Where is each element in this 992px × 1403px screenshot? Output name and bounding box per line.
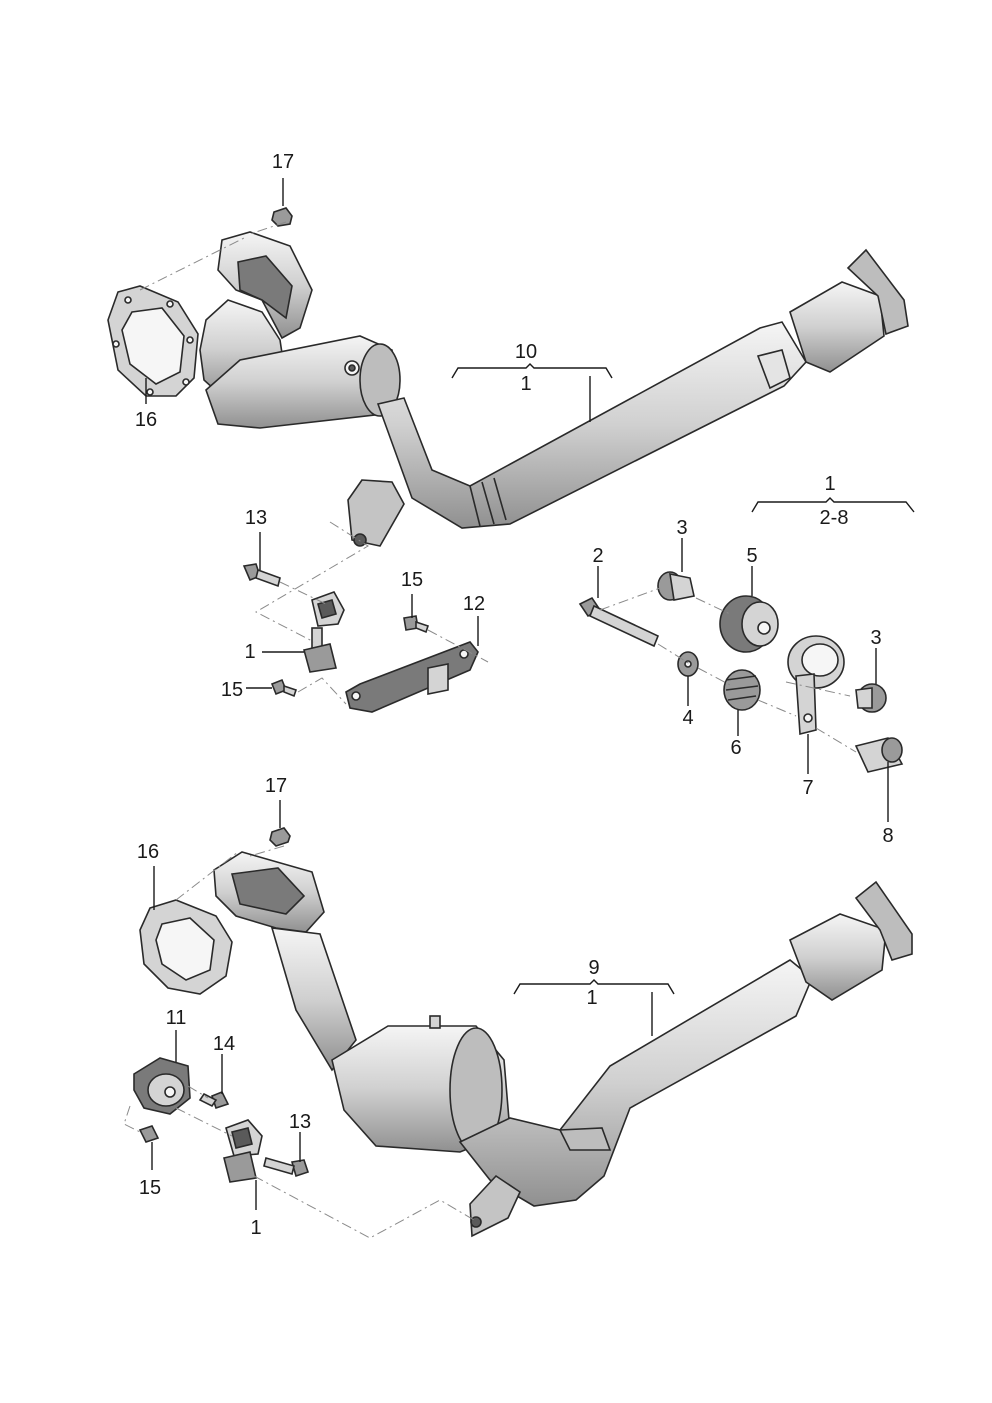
washer-4 bbox=[677, 651, 699, 677]
bottom-exhaust-assembly bbox=[139, 851, 913, 1238]
bolt-bottom-15 bbox=[138, 1125, 160, 1143]
bolt-2 bbox=[578, 596, 660, 648]
callout-1-top-mount: 1 bbox=[244, 641, 255, 663]
callout-7: 7 bbox=[802, 777, 813, 799]
rear-converter-top bbox=[789, 248, 909, 373]
mount-ring-7 bbox=[787, 635, 845, 736]
callout-1-under-9: 1 bbox=[586, 987, 597, 1009]
callout-17-bottom: 17 bbox=[265, 775, 287, 797]
mount-top bbox=[303, 591, 345, 673]
callout-1-bottom-mount: 1 bbox=[250, 1217, 261, 1239]
catalytic-converter-bottom bbox=[331, 1015, 511, 1153]
bolt-bottom-13 bbox=[263, 1157, 310, 1178]
leader-lines bbox=[145, 178, 915, 1210]
bolt-top-left-15 bbox=[270, 678, 298, 698]
callout-13-bottom: 13 bbox=[289, 1111, 311, 1133]
callout-15-top-left: 15 bbox=[221, 679, 243, 701]
bracket-12 bbox=[345, 641, 479, 713]
top-mount-hardware bbox=[242, 207, 479, 713]
pipe-bracket-top bbox=[347, 479, 405, 547]
callout-2: 2 bbox=[592, 545, 603, 567]
callout-2-8: 2-8 bbox=[820, 507, 849, 529]
callout-4: 4 bbox=[682, 707, 693, 729]
callout-1-under-10: 1 bbox=[520, 373, 531, 395]
gasket-top bbox=[107, 285, 199, 397]
callout-3-b: 3 bbox=[870, 627, 881, 649]
spring-6 bbox=[723, 669, 761, 711]
bottom-mount-hardware bbox=[133, 827, 310, 1183]
callout-17-top: 17 bbox=[272, 151, 294, 173]
mount-assembly-exploded bbox=[578, 571, 904, 773]
nut-top bbox=[271, 207, 293, 227]
bolt-14 bbox=[198, 1090, 230, 1110]
bolt-top-15 bbox=[403, 615, 430, 634]
callout-labels: 17 16 10 1 13 15 12 1 15 1 2-8 2 3 5 3 4… bbox=[135, 151, 894, 1239]
callout-16-bottom: 16 bbox=[137, 841, 159, 863]
callout-8: 8 bbox=[882, 825, 893, 847]
callout-14: 14 bbox=[213, 1033, 235, 1055]
callout-13-top: 13 bbox=[245, 507, 267, 529]
callout-10: 10 bbox=[515, 341, 537, 363]
callout-15-bottom: 15 bbox=[139, 1177, 161, 1199]
callout-1-group: 1 bbox=[824, 473, 835, 495]
bolt-top-13 bbox=[242, 563, 281, 588]
isolator-5 bbox=[719, 595, 779, 653]
callout-3-a: 3 bbox=[676, 517, 687, 539]
top-exhaust-assembly bbox=[107, 231, 909, 547]
bushing-3-b bbox=[855, 683, 887, 713]
mount-bottom bbox=[223, 1119, 263, 1183]
gasket-bottom bbox=[139, 899, 233, 995]
callout-15-top: 15 bbox=[401, 569, 423, 591]
callout-5: 5 bbox=[746, 545, 757, 567]
assembly-lines bbox=[123, 221, 857, 1239]
catalytic-converter-top bbox=[205, 335, 401, 429]
bushing-3-a bbox=[657, 571, 695, 601]
callout-6: 6 bbox=[730, 737, 741, 759]
pipe-top bbox=[376, 321, 807, 529]
nut-bottom bbox=[269, 827, 291, 847]
downpipe-bottom-inlet bbox=[213, 851, 357, 1072]
pipe-bottom bbox=[458, 959, 813, 1207]
callout-16-top: 16 bbox=[135, 409, 157, 431]
rear-converter-bottom bbox=[788, 880, 913, 1001]
mount-bracket-11 bbox=[133, 1057, 191, 1115]
callout-9: 9 bbox=[588, 957, 599, 979]
sleeve-8 bbox=[854, 737, 904, 773]
callout-12: 12 bbox=[463, 593, 485, 615]
callout-11: 11 bbox=[166, 1007, 187, 1029]
